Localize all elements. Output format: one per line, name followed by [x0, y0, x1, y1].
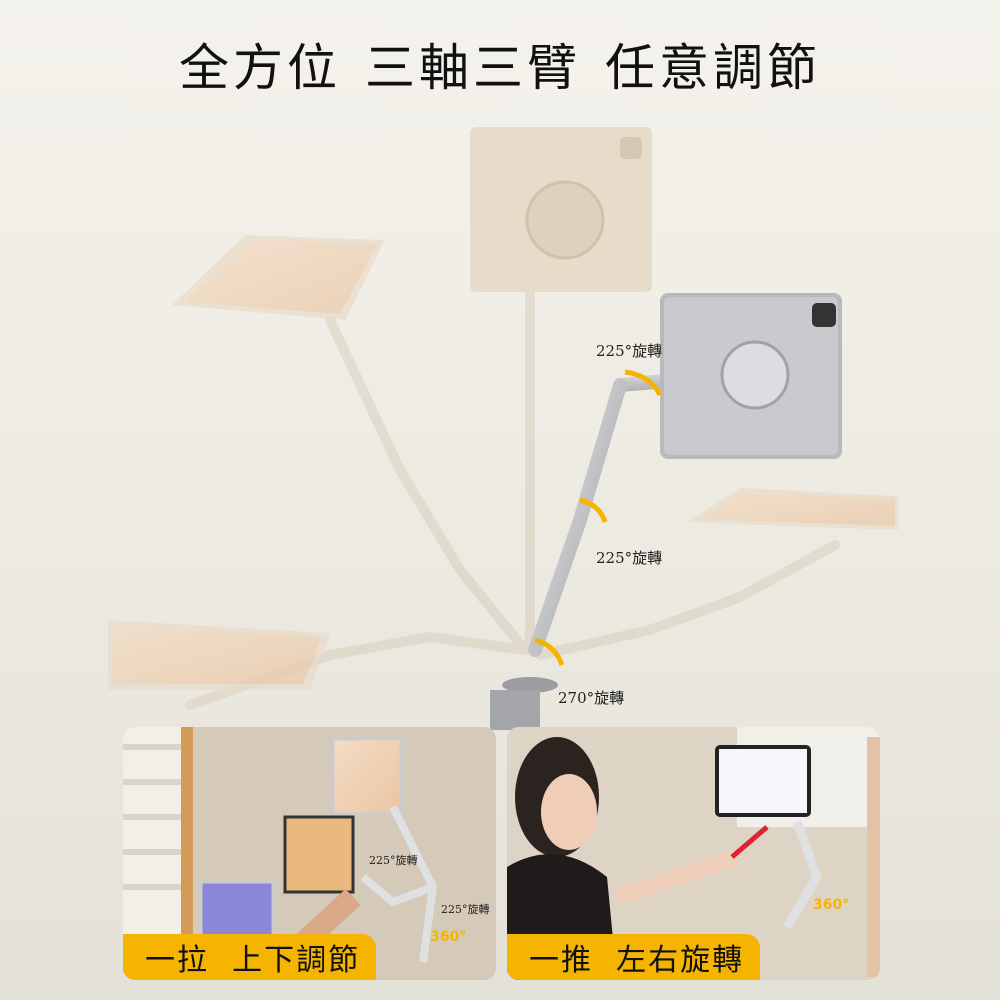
rotation-label-top: 225°旋轉 [596, 342, 663, 360]
tablet-ghost-left-bottom [108, 620, 330, 690]
rotation-arrow-icons [534, 369, 663, 666]
headline: 全方位三軸三臂任意調節 [0, 28, 1000, 100]
tablet-active [660, 293, 842, 459]
caption-badge: 一拉 上下調節 [123, 934, 377, 980]
rotation-degree: 360° [430, 929, 467, 945]
desk-clamp [490, 677, 558, 730]
rotation-label: 225°旋轉 [441, 903, 490, 916]
tablet-ghost-right [688, 488, 898, 530]
headline-part: 三軸三臂 [365, 39, 581, 97]
tablet-ghost-top [470, 127, 652, 292]
headline-part: 任意調節 [605, 39, 821, 97]
headline-part: 全方位 [179, 39, 341, 97]
caption-badge: 一推 左右旋轉 [507, 934, 761, 980]
rotation-label-base: 270°旋轉 [558, 689, 625, 707]
rotation-degree: 360° [813, 897, 850, 913]
tablet-ghost-left-top [172, 235, 385, 320]
stand-illustration [108, 127, 898, 730]
rotation-label: 225°旋轉 [369, 854, 418, 867]
panel-vertical-adjust: 225°旋轉 225°旋轉 360° 一拉 上下調節 [123, 727, 496, 980]
panel-horizontal-rotate: 360° 一推 左右旋轉 [507, 727, 880, 980]
rotation-label-middle: 225°旋轉 [596, 549, 663, 567]
